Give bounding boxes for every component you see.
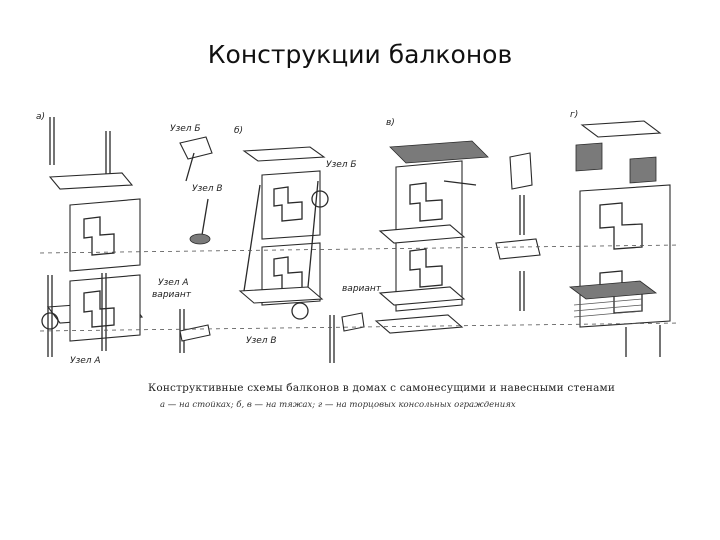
slide-title: Конструкции балконов [207,40,513,69]
label-variant-1: вариант [152,290,192,300]
figure-caption: Конструктивные схемы балконов в домах с … [148,382,616,394]
label-uzel-b-1: Узел Б [170,124,201,134]
label-a: а) [36,112,45,122]
label-b: б) [234,126,243,136]
scheme-v: в) вариант [342,118,541,334]
label-uzel-a-1: Узел А [70,356,101,366]
scheme-g: г) [568,110,671,357]
level-lines [39,244,681,332]
scheme-a: а) Узел А [36,112,144,366]
label-uzel-b-2: Узел Б [326,160,357,170]
label-variant-2: вариант [342,284,382,294]
node-details: Узел Б Узел В Узел А вариант [152,124,223,353]
balcony-drawing: а) Узел А Узел Б [36,110,681,366]
label-uzel-a-2: Узел А [158,278,189,288]
label-uzel-v-2: Узел В [246,336,277,346]
balcony-structures-figure: а) Узел А Узел Б [30,95,690,420]
label-v: в) [386,118,395,128]
label-g: г) [570,110,578,120]
figure-caption-legend: а — на стойках; б, в — на тяжах; г — на … [160,400,516,410]
scheme-b: б) Узел Б Узел В [234,126,365,363]
label-uzel-v-1: Узел В [192,184,223,194]
